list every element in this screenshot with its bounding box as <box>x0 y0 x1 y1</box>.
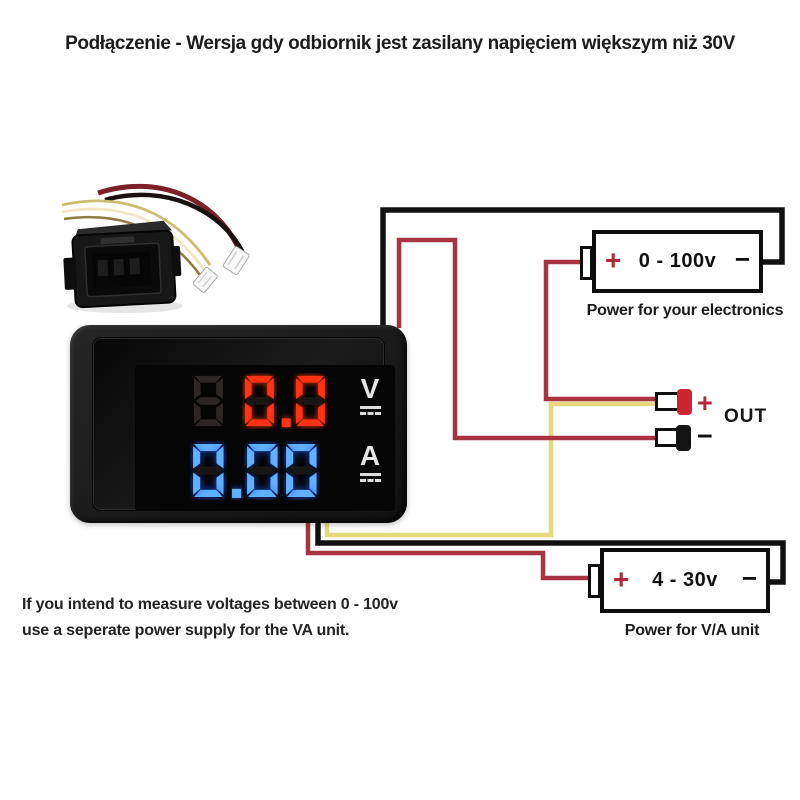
wire-red-top-supply-to-out-plus <box>543 259 662 402</box>
bottom-supply-minus-sign: − <box>741 562 757 593</box>
wire-black-meter-to-top-supply-minus <box>380 207 785 326</box>
bottom-supply-caption: Power for V/A unit <box>624 622 760 639</box>
wire-red-meter-to-out-minus <box>396 237 661 441</box>
product-photo <box>61 183 250 313</box>
top-supply-box: + 0 - 100v − <box>592 230 763 293</box>
page-title: Podłączenie - Wersja gdy odbiornik jest … <box>65 33 735 54</box>
wire-red-meter-to-bottom-supply-plus <box>305 516 594 581</box>
volt-value <box>242 373 331 429</box>
top-supply-minus-sign: − <box>734 243 750 274</box>
wire-black-meter-to-bottom-supply-minus <box>315 516 786 585</box>
out-plus-plug-cap <box>677 389 692 415</box>
bottom-supply-box: + 4 - 30v − <box>600 548 770 613</box>
amp-value <box>190 441 323 500</box>
out-label: OUT <box>724 406 768 427</box>
thin-yellow-wire-1 <box>61 199 212 266</box>
dc-current-icon <box>359 473 381 482</box>
meter-bezel: V A <box>93 338 395 511</box>
note-line-2: use a seperate power supply for the VA u… <box>22 622 350 639</box>
bottom-supply-range: 4 - 30v <box>652 569 718 591</box>
jst-connector-thin <box>192 266 218 293</box>
top-supply-caption: Power for your electronics <box>586 302 784 319</box>
thick-black-wire <box>104 192 246 254</box>
top-supply-plus-sign: + <box>605 244 622 276</box>
note-text: If you intend to measure voltages betwee… <box>22 592 398 644</box>
bottom-supply-terminal-nub <box>588 564 601 598</box>
top-supply-range: 0 - 100v <box>638 250 717 272</box>
amp-unit-label: A <box>355 442 385 482</box>
volt-row <box>191 373 331 429</box>
amp-row <box>190 441 323 500</box>
amp-unit-text: A <box>359 440 381 471</box>
bottom-supply-plus-sign: + <box>613 563 630 595</box>
dc-voltage-icon <box>359 406 381 415</box>
volt-unit-label: V <box>355 375 385 415</box>
out-minus-sign: − <box>697 421 713 451</box>
meter-display: V A <box>135 365 395 511</box>
volt-ghost-digit <box>191 373 229 429</box>
top-supply-terminal-nub <box>580 246 593 280</box>
wire-yellow-meter-to-out-plus <box>324 401 662 538</box>
meter-module-photo <box>63 220 182 309</box>
va-meter: V A <box>70 325 407 523</box>
volt-unit-text: V <box>360 373 380 404</box>
jst-connector-thick <box>222 246 250 276</box>
out-minus-plug-cap <box>676 425 691 451</box>
note-line-1: If you intend to measure voltages betwee… <box>22 596 398 613</box>
thin-yellow-wire-2 <box>61 207 207 272</box>
out-plus-sign: + <box>697 388 713 418</box>
